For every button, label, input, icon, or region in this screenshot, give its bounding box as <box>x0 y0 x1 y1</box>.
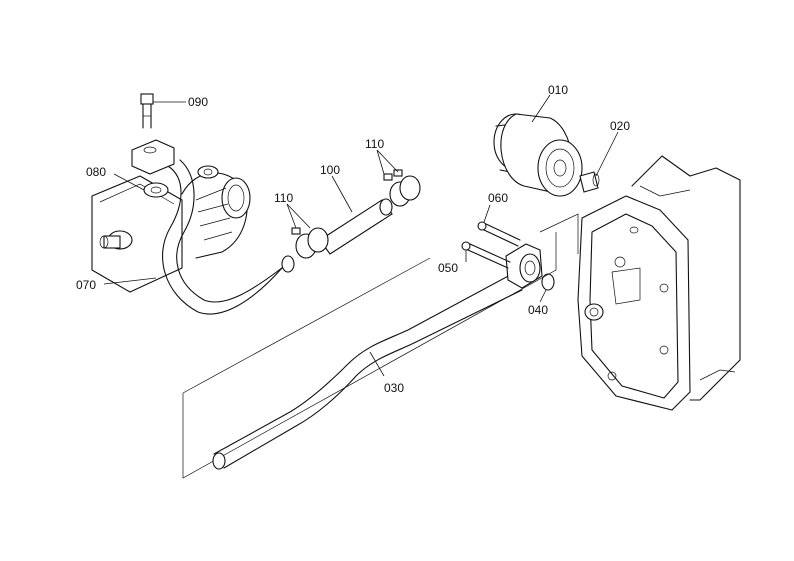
label-100: 100 <box>320 163 340 177</box>
pipe-flange <box>131 139 175 175</box>
suction-pipe <box>212 243 543 470</box>
hose-100 <box>319 198 393 255</box>
label-110-lower: 110 <box>274 191 293 205</box>
label-110-upper: 110 <box>365 137 384 151</box>
label-030: 030 <box>384 381 404 395</box>
filter-nipple <box>579 171 600 193</box>
label-020: 020 <box>610 119 630 133</box>
label-080: 080 <box>86 165 106 179</box>
bolt-050 <box>461 241 511 269</box>
suction-group-outline <box>182 213 579 479</box>
bolt-090 <box>140 93 154 129</box>
bolt-060 <box>477 221 521 247</box>
leader-lines <box>103 94 619 377</box>
hydraulic-pump <box>91 165 251 293</box>
label-040: 040 <box>528 303 548 317</box>
o-ring-040 <box>541 273 555 291</box>
transmission-case <box>577 155 741 411</box>
label-010: 010 <box>548 83 568 97</box>
label-060: 060 <box>488 191 508 205</box>
oil-filter <box>493 113 583 197</box>
label-090: 090 <box>188 95 208 109</box>
label-070: 070 <box>76 278 96 292</box>
clamps <box>291 169 421 259</box>
gasket-080 <box>143 182 169 198</box>
delivery-pipe <box>162 159 295 315</box>
label-050: 050 <box>438 261 458 275</box>
